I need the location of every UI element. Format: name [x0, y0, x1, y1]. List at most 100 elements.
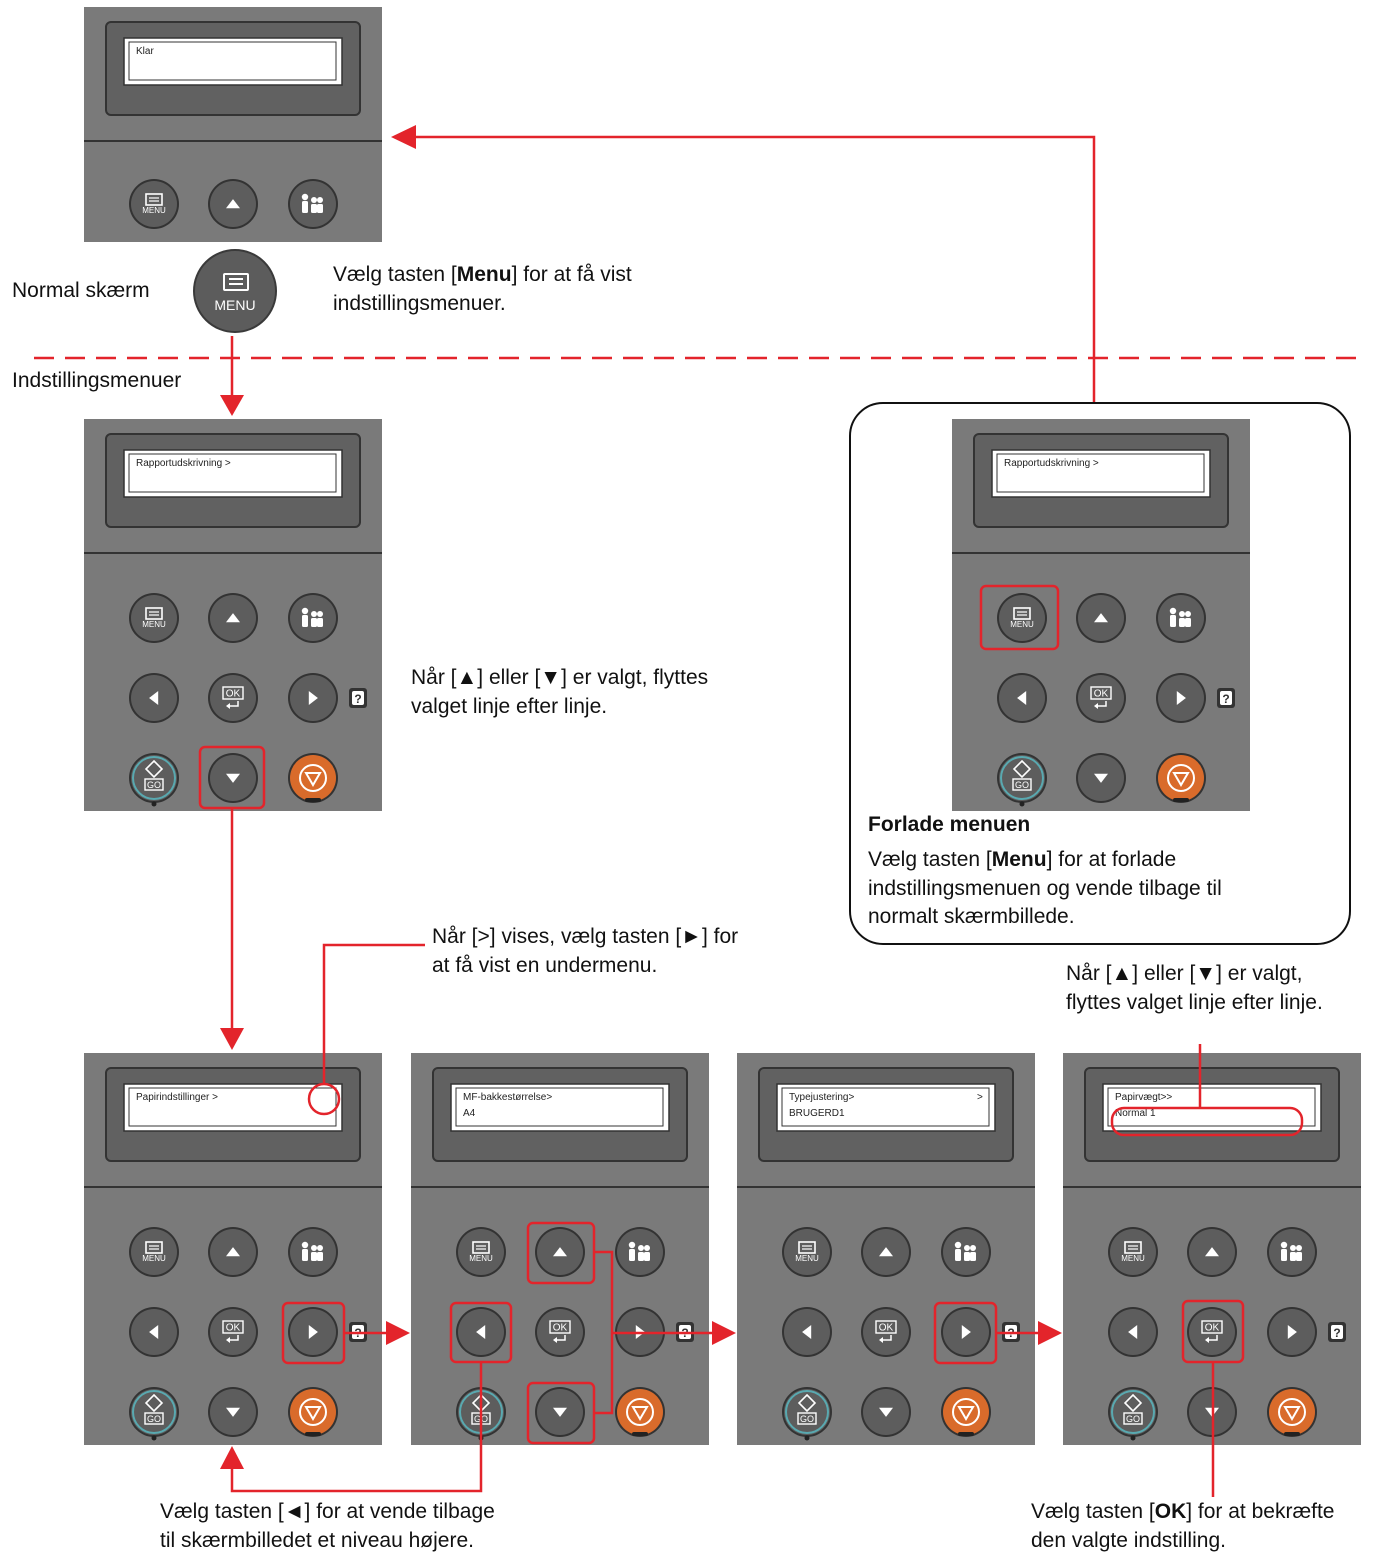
- menu-list-icon: [798, 1241, 816, 1254]
- arrow-up-icon: [226, 1247, 240, 1257]
- left-key[interactable]: [456, 1307, 506, 1357]
- ok-key[interactable]: OK: [861, 1307, 911, 1357]
- menu-key[interactable]: MENU: [129, 1227, 179, 1277]
- menu-key[interactable]: MENU: [997, 593, 1047, 643]
- stop-led-icon: [305, 798, 321, 802]
- ok-key[interactable]: OK: [208, 673, 258, 723]
- stop-led-icon: [958, 1432, 974, 1436]
- ok-key[interactable]: OK: [535, 1307, 585, 1357]
- menu-key-large[interactable]: MENU: [193, 249, 277, 333]
- up-key[interactable]: [208, 593, 258, 643]
- lcd-inner: [1107, 1087, 1316, 1127]
- start-key[interactable]: GO: [129, 1387, 179, 1441]
- down-key[interactable]: [535, 1387, 585, 1437]
- left-key[interactable]: [129, 1307, 179, 1357]
- normal-screen-label: Normal skærm: [12, 279, 150, 302]
- highlight-mp-left: [449, 1301, 513, 1364]
- stop-key-face: [617, 1389, 663, 1435]
- person-icon-2-body: [311, 618, 317, 627]
- status-key[interactable]: [288, 179, 338, 229]
- right-key[interactable]: [1156, 673, 1206, 723]
- go-frame-icon: [144, 1412, 164, 1425]
- right-key[interactable]: [941, 1307, 991, 1357]
- up-key[interactable]: [208, 1227, 258, 1277]
- up-key[interactable]: [861, 1227, 911, 1277]
- ok-key[interactable]: OK: [1076, 673, 1126, 723]
- up-key[interactable]: [1076, 593, 1126, 643]
- start-key[interactable]: GO: [129, 753, 179, 807]
- exit-callout-text: Vælg tasten [Menu] for at forlade indsti…: [868, 848, 1222, 928]
- left-key[interactable]: [997, 673, 1047, 723]
- stop-key-face: [290, 1389, 336, 1435]
- menu-key[interactable]: MENU: [782, 1227, 832, 1277]
- lcd-line-1: Typejustering>: [789, 1092, 854, 1103]
- stop-key[interactable]: [1267, 1387, 1317, 1437]
- menu-press-instruction: Vælg tasten [Menu] for at få vist indsti…: [333, 263, 632, 315]
- left-key[interactable]: [782, 1307, 832, 1357]
- stop-key[interactable]: [941, 1387, 991, 1437]
- status-key[interactable]: [1267, 1227, 1317, 1277]
- menu-key[interactable]: MENU: [456, 1227, 506, 1277]
- stop-icon: [1167, 764, 1195, 792]
- up-key[interactable]: [535, 1227, 585, 1277]
- down-key[interactable]: [1076, 753, 1126, 803]
- lcd-display: MF-bakkestørrelse>A4: [450, 1083, 670, 1132]
- start-key[interactable]: GO: [1108, 1387, 1158, 1441]
- stop-key[interactable]: [1156, 753, 1206, 803]
- status-key[interactable]: [1156, 593, 1206, 643]
- stop-key[interactable]: [288, 1387, 338, 1437]
- arrow-up-icon: [879, 1247, 893, 1257]
- arrow-right-icon: [308, 691, 318, 705]
- ok-key-label: OK: [553, 1323, 568, 1334]
- menu-key[interactable]: MENU: [1108, 1227, 1158, 1277]
- lcd-right-indicator: >: [977, 1092, 983, 1103]
- lcd-display: Rapportudskrivning >: [123, 449, 343, 498]
- start-ring: [785, 1390, 829, 1434]
- ok-key[interactable]: OK: [1187, 1307, 1237, 1357]
- stop-key-face: [943, 1389, 989, 1435]
- start-diamond-icon: [144, 759, 164, 779]
- right-key[interactable]: [288, 1307, 338, 1357]
- stop-key[interactable]: [615, 1387, 665, 1437]
- status-key[interactable]: [288, 593, 338, 643]
- ok-key[interactable]: OK: [208, 1307, 258, 1357]
- enter-arrow-icon: [226, 703, 230, 709]
- highlight-exit-menu: [979, 584, 1060, 651]
- lcd-inner: [781, 1087, 990, 1127]
- start-diamond-icon: [144, 1393, 164, 1413]
- left-key[interactable]: [129, 673, 179, 723]
- help-key[interactable]: ?: [349, 688, 367, 708]
- highlight-mp-up: [526, 1221, 596, 1285]
- stop-key[interactable]: [288, 753, 338, 803]
- person-icon-2: [1179, 611, 1185, 617]
- arrow-down-icon: [879, 1407, 893, 1417]
- status-key[interactable]: [615, 1227, 665, 1277]
- right-key[interactable]: [1267, 1307, 1317, 1357]
- down-key[interactable]: [208, 1387, 258, 1437]
- down-key[interactable]: [861, 1387, 911, 1437]
- status-key[interactable]: [941, 1227, 991, 1277]
- menu-list-icon: [1013, 607, 1031, 620]
- arrow-left-icon: [149, 1325, 159, 1339]
- up-key[interactable]: [1187, 1227, 1237, 1277]
- help-key[interactable]: ?: [1217, 688, 1235, 708]
- ok-key-face: [210, 675, 256, 721]
- down-key[interactable]: [208, 753, 258, 803]
- status-key[interactable]: [288, 1227, 338, 1277]
- go-frame-icon: [144, 778, 164, 791]
- up-key[interactable]: [208, 179, 258, 229]
- arrowhead-back-to-paper: [220, 1446, 244, 1469]
- menu-key[interactable]: MENU: [129, 593, 179, 643]
- menu-key[interactable]: MENU: [129, 179, 179, 229]
- go-key-label: GO: [1126, 1414, 1140, 1424]
- start-key[interactable]: GO: [997, 753, 1047, 807]
- menu-key-label: MENU: [469, 1254, 493, 1263]
- start-key[interactable]: GO: [782, 1387, 832, 1441]
- help-key[interactable]: ?: [1328, 1322, 1346, 1342]
- person-icon-3: [317, 197, 323, 203]
- arrow-right-icon: [1176, 691, 1186, 705]
- left-key[interactable]: [1108, 1307, 1158, 1357]
- stop-key-face: [1158, 755, 1204, 801]
- right-key[interactable]: [288, 673, 338, 723]
